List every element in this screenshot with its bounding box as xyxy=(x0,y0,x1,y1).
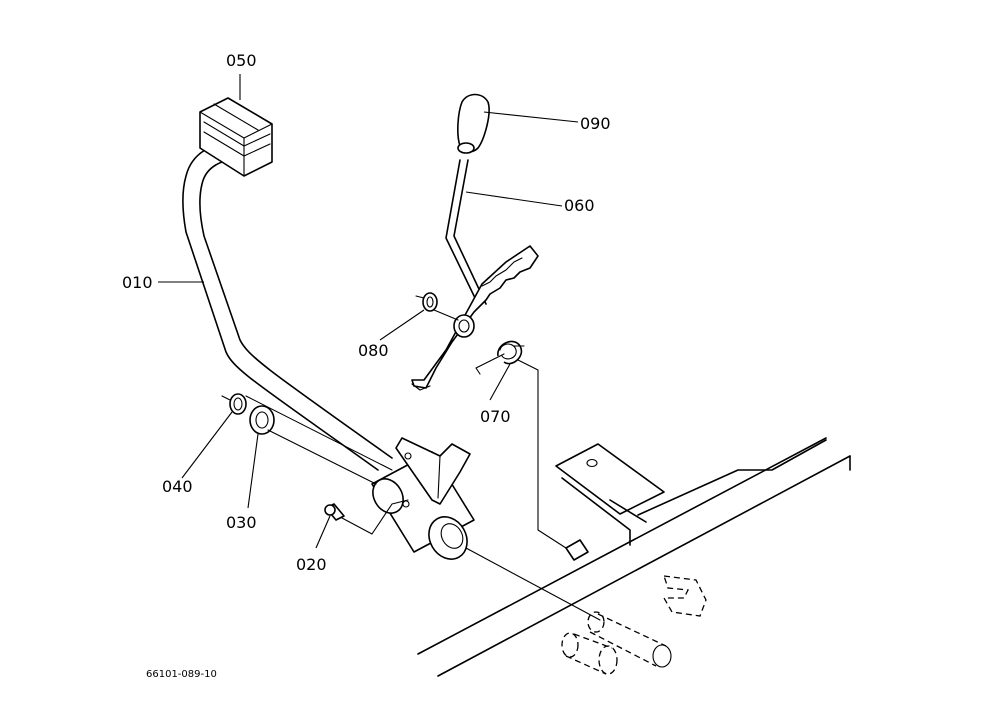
hand-lever xyxy=(411,93,567,549)
label-040: 040 xyxy=(162,477,193,496)
label-020: 020 xyxy=(296,555,327,574)
drawing-code: 66101-089-10 xyxy=(146,669,217,680)
label-080: 080 xyxy=(358,341,389,360)
callout-labels: 050 090 060 010 080 070 040 030 020 6610… xyxy=(122,51,611,680)
small-parts xyxy=(221,393,409,535)
leader-lines xyxy=(158,74,579,549)
label-070: 070 xyxy=(480,407,511,426)
label-060: 060 xyxy=(564,196,595,215)
label-010: 010 xyxy=(122,273,153,292)
pedal-arm xyxy=(182,97,601,621)
label-030: 030 xyxy=(226,513,257,532)
frame xyxy=(417,437,851,677)
label-090: 090 xyxy=(580,114,611,133)
label-050: 050 xyxy=(226,51,257,70)
